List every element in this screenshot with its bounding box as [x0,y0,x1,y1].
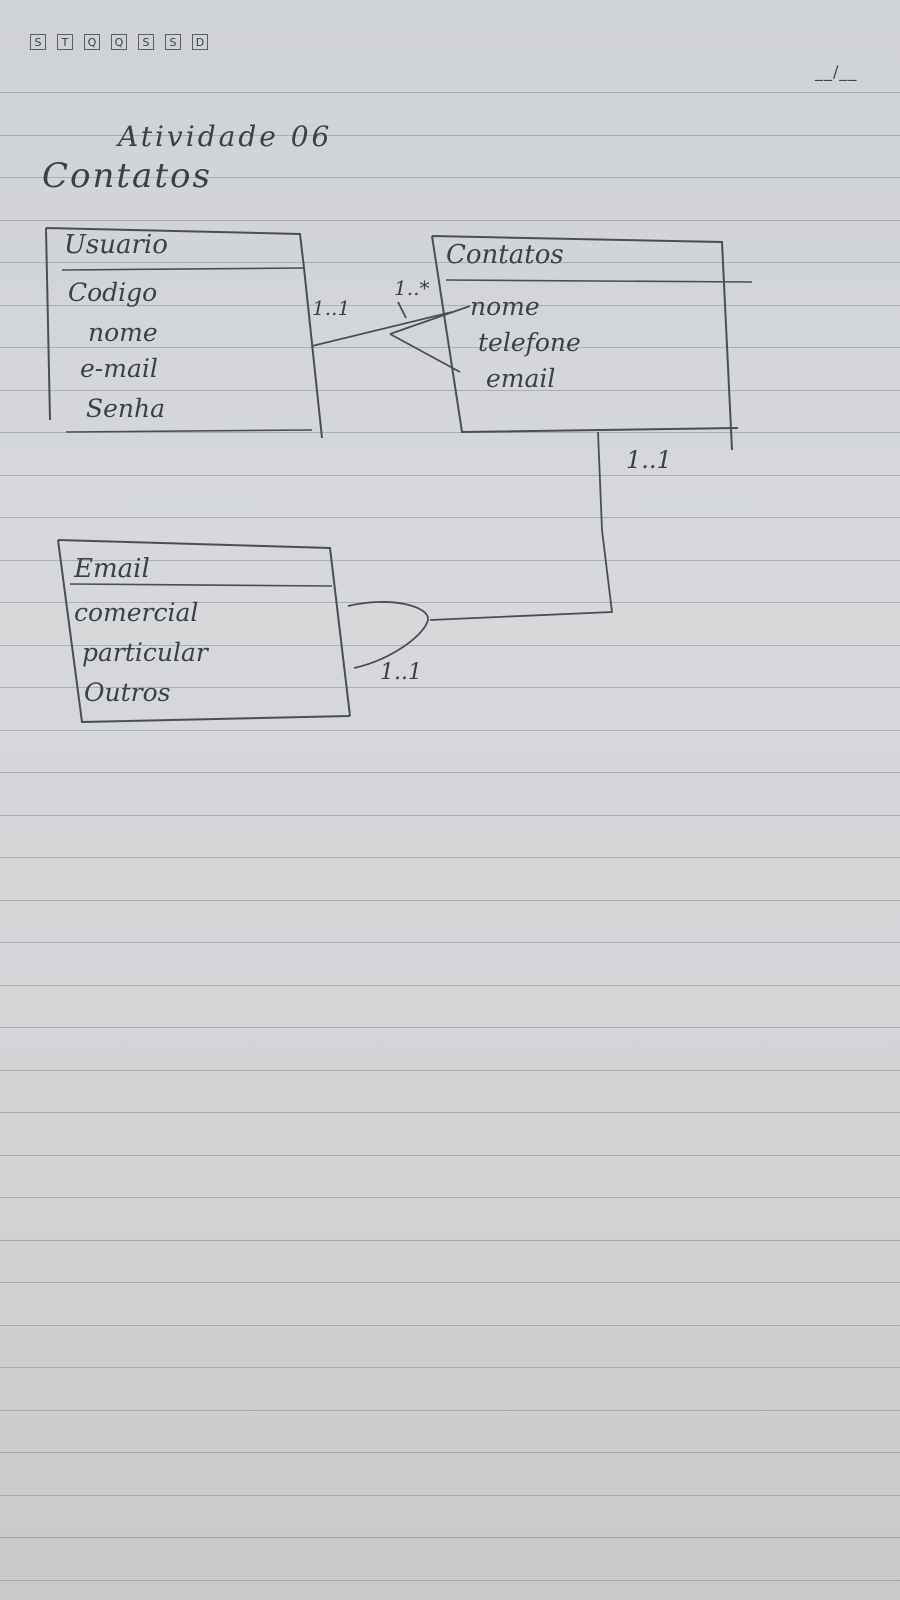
page-title: Atividade 06 [118,120,333,153]
ruled-line [0,1410,900,1411]
ruled-line [0,1537,900,1538]
weekday-box: Q [111,34,127,50]
ruled-line [0,1282,900,1283]
usuario-attr-senha: Senha [86,394,166,423]
cardinality-contatos-email-from: 1..1 [626,446,672,474]
crows-foot-curve-icon [347,601,429,669]
ruled-line [0,305,900,306]
cardinality-usuario: 1..1 [312,296,351,320]
ruled-line [0,92,900,93]
usuario-attr-codigo: Codigo [68,278,158,307]
contatos-attr-telefone: telefone [478,328,581,357]
ruled-line [0,475,900,476]
ruled-line [0,560,900,561]
ruled-line [0,1495,900,1496]
ruled-line [0,942,900,943]
weekday-box: D [192,34,208,50]
weekday-box: T [57,34,73,50]
weekday-box: S [165,34,181,50]
usuario-header-divider [61,267,305,271]
contatos-attr-nome: nome [470,292,540,321]
weekday-box: S [138,34,154,50]
usuario-bottom-line [65,429,313,433]
ruled-line [0,645,900,646]
weekday-box: Q [84,34,100,50]
ruled-line [0,730,900,731]
email-attr-comercial: comercial [74,598,199,627]
relation-contatos-email [429,431,614,621]
contatos-header-divider [445,279,753,283]
page-subtitle: Contatos [42,156,212,196]
crows-foot-icon [389,305,471,373]
ruled-line [0,517,900,518]
ruled-line [0,220,900,221]
usuario-attr-email: e-mail [80,354,158,383]
entity-email-name: Email [74,554,150,584]
ruled-line [0,1452,900,1453]
contatos-attr-email: email [486,364,556,393]
ruled-line [0,262,900,263]
ruled-line [0,390,900,391]
ruled-line [0,432,900,433]
ruled-line [0,1197,900,1198]
ruled-line [0,1155,900,1156]
weekday-box: S [30,34,46,50]
ruled-line [0,1027,900,1028]
entity-usuario-name: Usuario [64,230,168,260]
ruled-line [0,1070,900,1071]
date-field: __/__ [815,62,858,81]
ruled-line [0,772,900,773]
ruled-line [0,687,900,688]
ruled-line [0,857,900,858]
email-attr-particular: particular [82,638,208,667]
ruled-line [0,1325,900,1326]
ruled-line [0,815,900,816]
cardinality-contatos-email-to: 1..1 [380,660,422,685]
ruled-line [0,1367,900,1368]
usuario-attr-nome: nome [88,318,158,347]
email-header-divider [69,583,333,587]
weekday-boxes: S T Q Q S S D [30,34,208,50]
ruled-line [0,602,900,603]
ruled-line [0,1112,900,1113]
cardinality-contatos: 1..* [394,276,430,300]
ruled-line [0,900,900,901]
entity-contatos-name: Contatos [446,240,564,270]
ruled-line [0,985,900,986]
ruled-line [0,1580,900,1581]
ruled-line [0,1240,900,1241]
relation-usuario-contatos [311,311,453,347]
ruled-line [0,135,900,136]
ruled-line [0,177,900,178]
email-attr-outros: Outros [84,678,171,707]
